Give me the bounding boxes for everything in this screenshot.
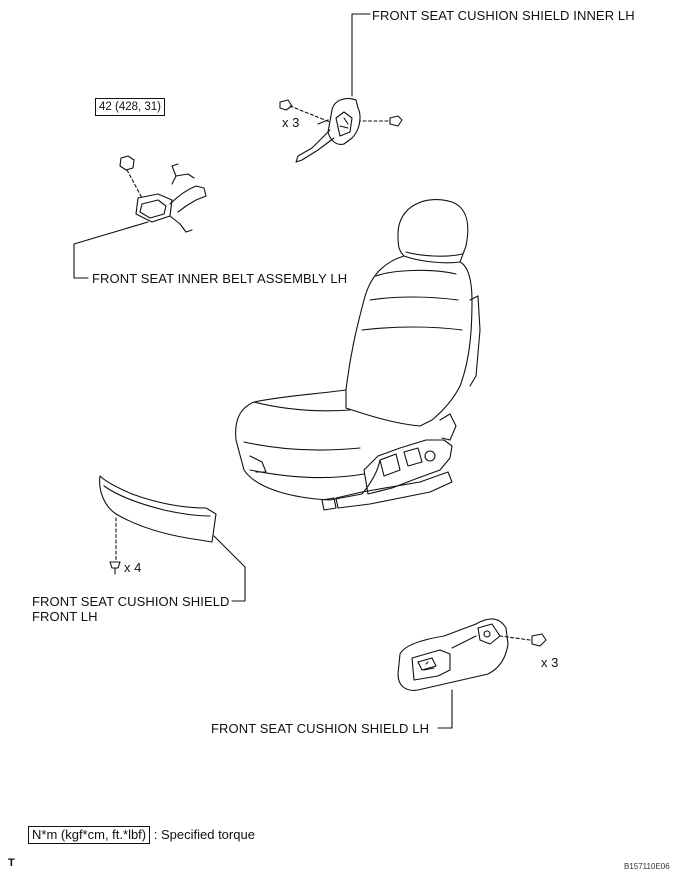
inner-shield-bolt-left — [279, 99, 331, 123]
corner-mark: T — [8, 857, 15, 869]
label-inner-belt: FRONT SEAT INNER BELT ASSEMBLY LH — [92, 271, 348, 286]
front-shield-part — [99, 475, 217, 561]
leader-inner-belt — [73, 221, 149, 279]
label-cushion-shield: FRONT SEAT CUSHION SHIELD LH — [211, 721, 430, 736]
leader-cushion-shield — [437, 689, 453, 729]
qty-inner-shield-screws: x 3 — [282, 115, 300, 130]
legend-description: : Specified torque — [153, 827, 255, 842]
legend-unit-box: N*m (kgf*cm, ft.*lbf) — [28, 826, 151, 844]
label-front-shield-line1: FRONT SEAT CUSHION SHIELD — [32, 594, 230, 609]
leader-front-shield — [213, 535, 246, 602]
label-front-shield-line2: FRONT LH — [32, 609, 98, 624]
qty-cushion-shield-screws: x 3 — [541, 655, 559, 670]
qty-front-shield-clips: x 4 — [124, 560, 142, 575]
cushion-shield-part — [397, 618, 509, 691]
label-inner-shield: FRONT SEAT CUSHION SHIELD INNER LH — [372, 8, 635, 23]
torque-value-belt: 42 (428, 31) — [95, 98, 166, 116]
front-shield-clip — [109, 561, 121, 575]
leader-inner-shield — [351, 13, 371, 97]
inner-shield-bolt-right — [359, 115, 403, 127]
belt-nut — [119, 155, 143, 199]
inner-shield-part — [295, 97, 361, 163]
seat-assembly — [235, 199, 481, 511]
belt-assembly-part — [135, 163, 207, 233]
figure-code: B157110E06 — [624, 862, 670, 871]
torque-legend: N*m (kgf*cm, ft.*lbf) : Specified torque — [28, 826, 255, 844]
cushion-shield-bolt — [499, 633, 547, 647]
